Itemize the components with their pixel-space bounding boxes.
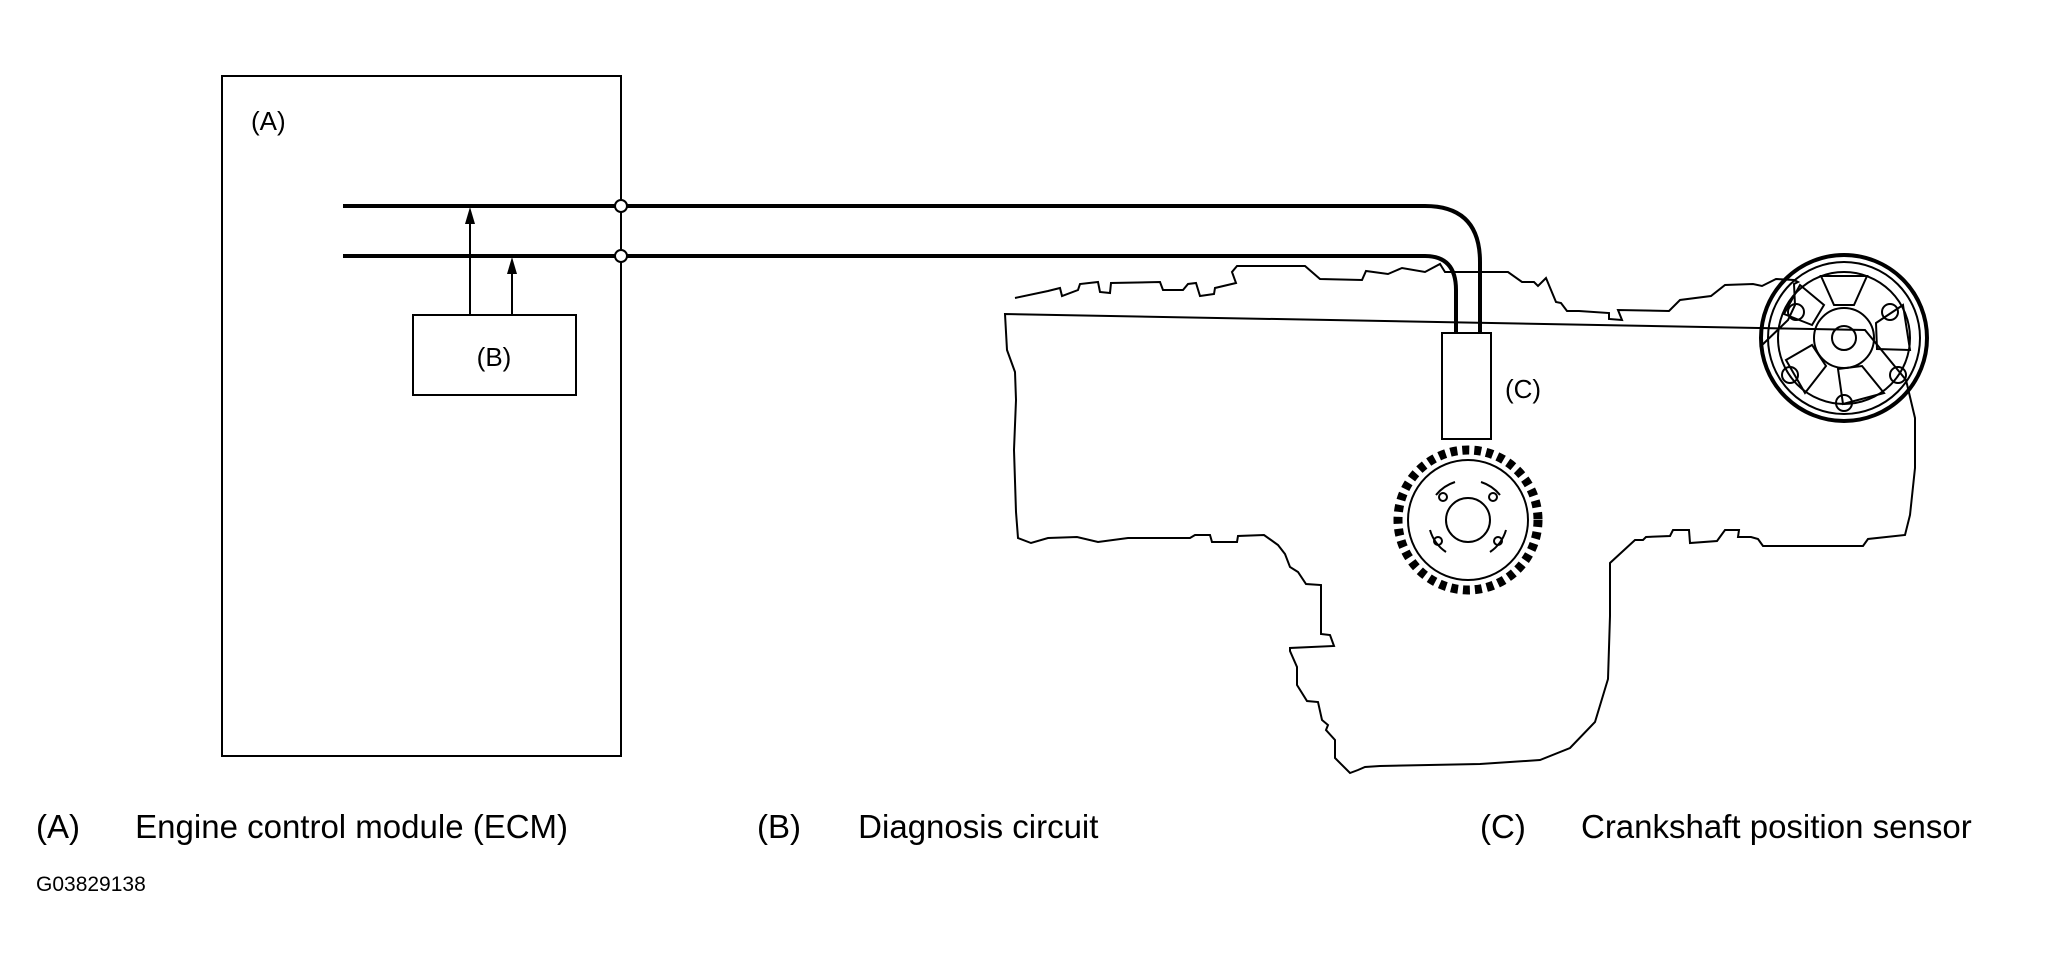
legend-letter: (C) bbox=[1480, 808, 1526, 845]
legend-item-diagnosis-circuit: (B) Diagnosis circuit bbox=[757, 808, 1098, 846]
legend-description: Diagnosis circuit bbox=[858, 808, 1099, 845]
legend-description: Crankshaft position sensor bbox=[1580, 808, 1972, 845]
legend-item-crankshaft-sensor: (C) Crankshaft position sensor bbox=[1480, 808, 1972, 846]
sensor-callout: (C) bbox=[1505, 374, 1541, 404]
wiring-diagram: (A) (B) (C) bbox=[221, 75, 1929, 775]
diagnosis-circuit-box bbox=[412, 314, 577, 396]
legend-description: Engine control module (ECM) bbox=[135, 808, 569, 845]
crankshaft-position-sensor bbox=[1441, 332, 1492, 440]
ecm-box bbox=[221, 75, 622, 757]
legend-letter: (A) bbox=[36, 808, 80, 845]
diagnosis-circuit-callout: (B) bbox=[477, 342, 512, 372]
signal-wires bbox=[343, 204, 1482, 338]
crankshaft-sprocket bbox=[1393, 445, 1543, 595]
connector-terminals bbox=[614, 199, 1486, 345]
crankshaft-pulley bbox=[1759, 253, 1929, 423]
legend-letter: (B) bbox=[757, 808, 801, 845]
ecm-callout: (A) bbox=[251, 106, 286, 136]
engine-block-outline bbox=[1003, 262, 1916, 775]
legend-item-ecm: (A) Engine control module (ECM) bbox=[36, 808, 568, 846]
diagnosis-arrows bbox=[465, 207, 517, 315]
figure-id: G03829138 bbox=[36, 873, 146, 896]
